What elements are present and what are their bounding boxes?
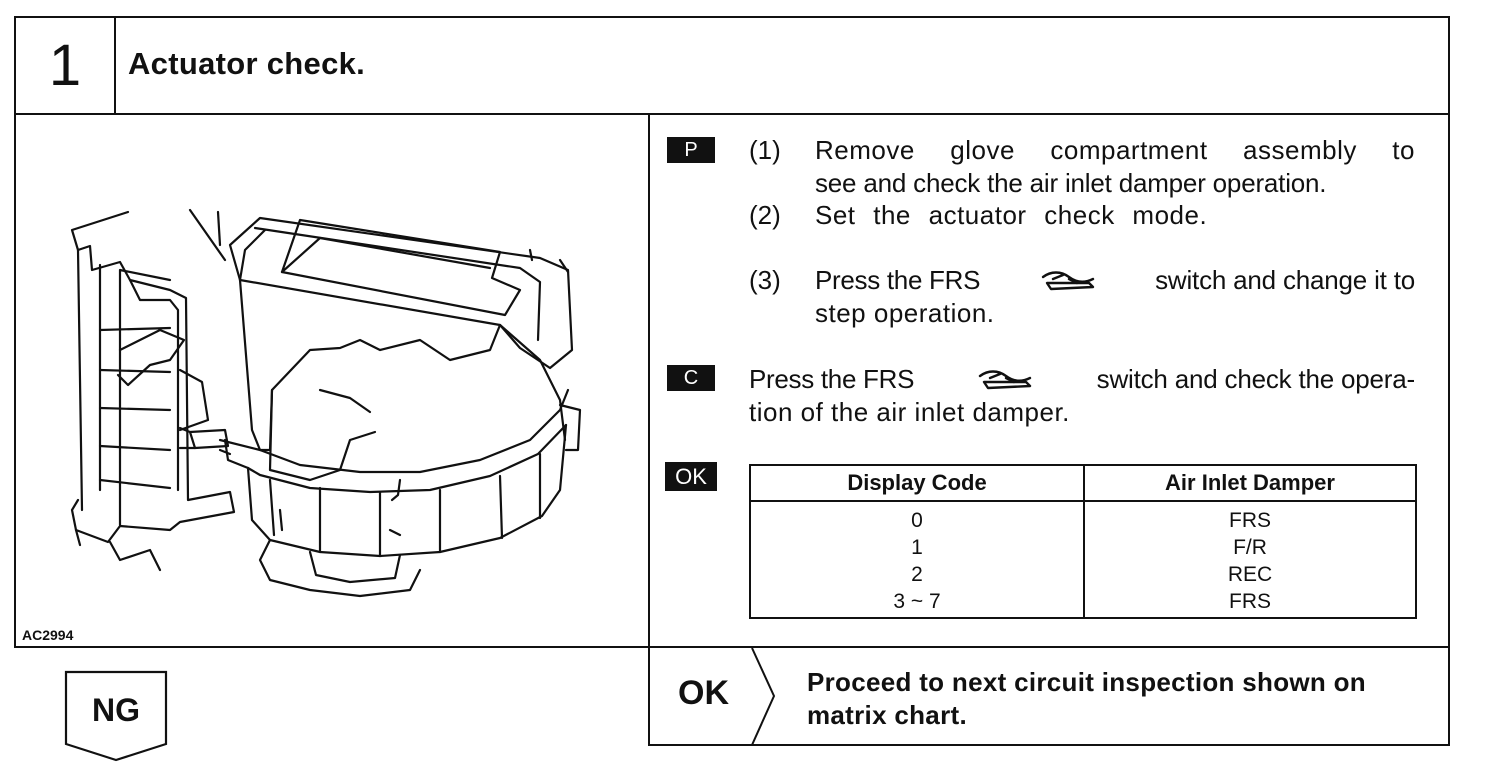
table-cell-code: 1: [911, 536, 923, 559]
panel-bottom: [14, 646, 1450, 648]
table-cell-damper: REC: [1227, 563, 1273, 586]
figure-code: AC2994: [22, 627, 74, 643]
badge-p: P: [667, 137, 715, 163]
ok-chevron-shape: [751, 648, 776, 745]
fresh-air-icon: [1041, 270, 1094, 290]
ok-result-line2: matrix chart.: [807, 700, 967, 730]
step-number: 1: [48, 33, 82, 98]
check-line1: Press the FRS switch and check the opera…: [749, 363, 1415, 396]
badge-c: C: [667, 365, 715, 391]
ng-label: NG: [92, 692, 140, 728]
table-cell-damper: FRS: [1229, 509, 1271, 532]
panel-divider: [648, 113, 650, 746]
step-1-text: Remove glove compartment assembly to see…: [815, 134, 1415, 200]
step-3-line2: step operation.: [815, 298, 995, 328]
step-number-divider: [114, 16, 116, 114]
step-1-line1: Remove glove compartment assembly to: [815, 135, 1415, 165]
step-1-number: (1): [749, 135, 781, 165]
step-3-number: (3): [749, 265, 781, 295]
table-cell-damper: F/R: [1233, 536, 1267, 559]
ok-result-line1: Proceed to next circuit inspection shown…: [807, 667, 1366, 697]
header-divider: [14, 113, 1450, 115]
step-3-line1: Press the FRS switch and change it to: [815, 264, 1415, 297]
check-text: Press the FRS switch and check the opera…: [749, 363, 1415, 429]
check-line1-a: Press the FRS: [749, 364, 915, 394]
step-2-text: Set the actuator check mode.: [815, 200, 1208, 230]
table-cell-code: 0: [911, 509, 923, 532]
check-line1-b: switch and check the opera-: [1096, 364, 1416, 394]
step-1-line2: see and check the air inlet damper opera…: [815, 168, 1327, 198]
table-column-divider: [1083, 466, 1085, 617]
table-cell-code: 3 ~ 7: [893, 590, 941, 613]
ok-label: OK: [678, 674, 729, 712]
frame-top: [14, 16, 1450, 18]
frame-left: [14, 16, 16, 648]
fresh-air-icon: [979, 369, 1032, 389]
blower-unit-illustration: [70, 208, 582, 598]
header-display-code: Display Code: [751, 466, 1083, 502]
header-air-inlet-damper: Air Inlet Damper: [1085, 466, 1415, 502]
damper-table: Display Code Air Inlet Damper 0 FRS 1 F/…: [749, 464, 1417, 619]
step-3-line1-a: Press the FRS: [815, 265, 981, 295]
frame-right: [1448, 16, 1450, 746]
step-3-text: Press the FRS switch and change it to st…: [815, 264, 1415, 330]
table-cell-damper: FRS: [1229, 590, 1271, 613]
ng-result-box: NG: [64, 670, 168, 762]
check-line2: tion of the air inlet damper.: [749, 397, 1070, 427]
ng-arrow-shape: [64, 670, 168, 762]
step-3-line1-b: switch and change it to: [1155, 265, 1415, 295]
step-title: Actuator check.: [128, 46, 366, 81]
ok-result-text: Proceed to next circuit inspection shown…: [807, 666, 1366, 732]
step-2-number: (2): [749, 200, 781, 230]
badge-ok: OK: [665, 462, 717, 491]
table-cell-code: 2: [911, 563, 923, 586]
ok-box-bottom: [648, 744, 1450, 746]
